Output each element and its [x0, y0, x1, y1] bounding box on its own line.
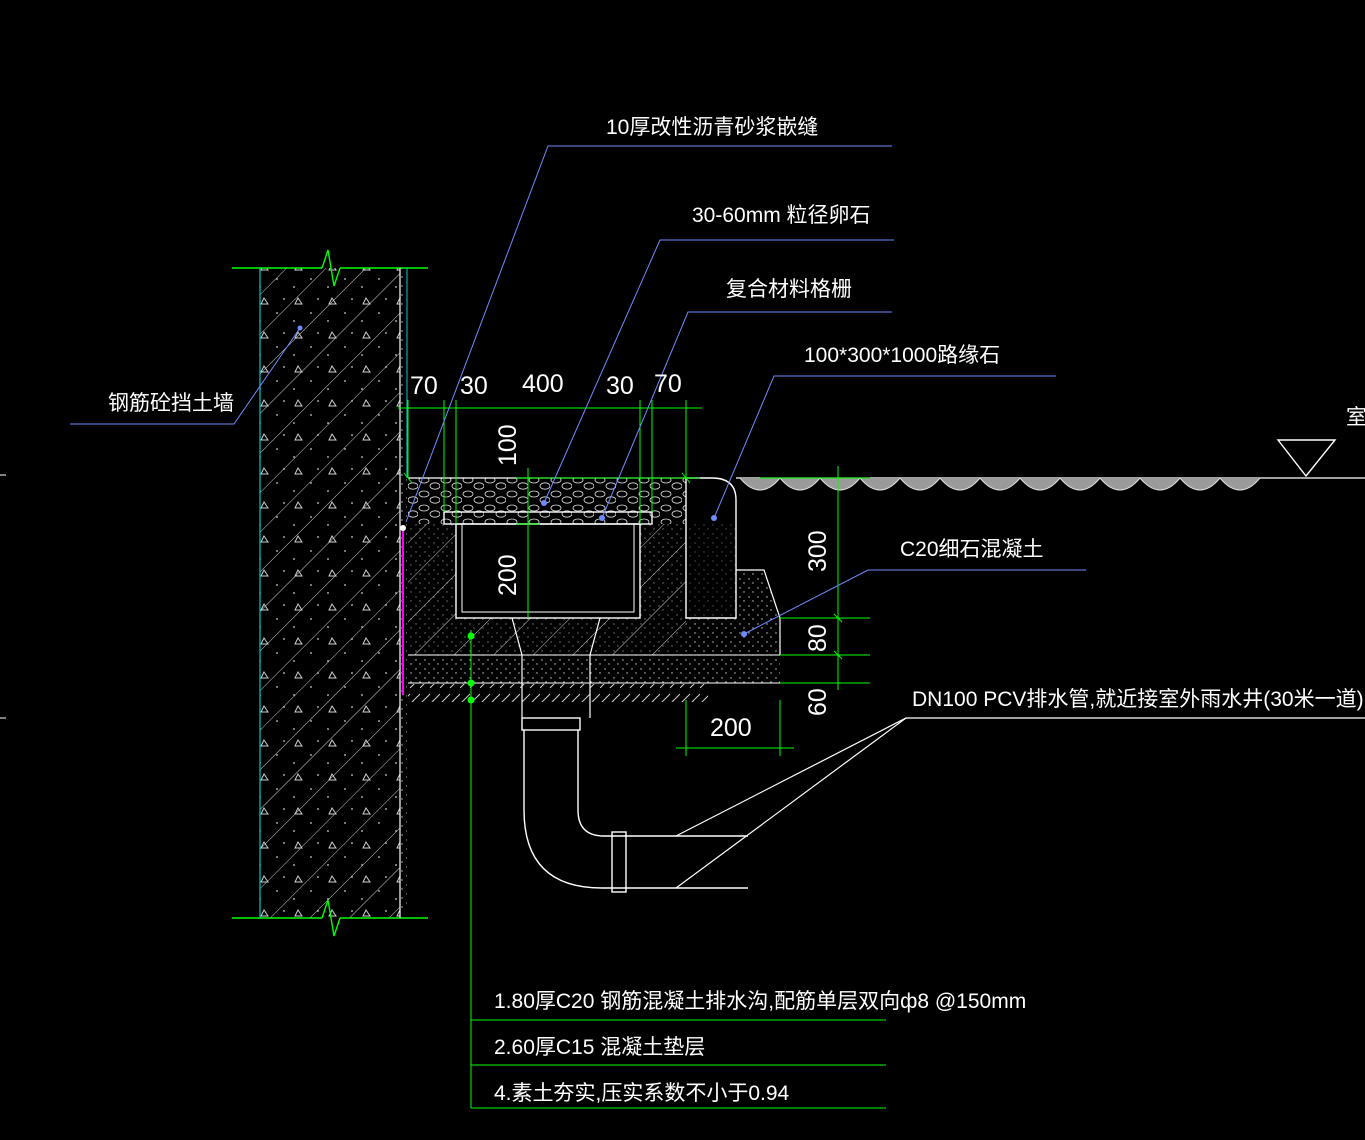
- dim-100: 100: [494, 424, 522, 466]
- leaders: [70, 145, 1086, 635]
- curb-stone: [685, 477, 781, 655]
- edge-fragments: [0, 474, 6, 719]
- dim-70a: 70: [410, 372, 438, 400]
- label-c20: C20细石混凝土: [900, 538, 1044, 561]
- label-grate: 复合材料格栅: [726, 278, 852, 301]
- dim-300: 300: [804, 530, 832, 572]
- retaining-wall: [232, 249, 428, 937]
- label-outdoor: 室外: [1346, 406, 1365, 429]
- note-3: 4.素土夯实,压实系数不小于0.94: [494, 1082, 790, 1105]
- dim-30a: 30: [460, 372, 488, 400]
- notes-lines: [471, 1019, 886, 1109]
- dim-30b: 30: [606, 372, 634, 400]
- ground-line: [736, 439, 1365, 491]
- label-curb: 100*300*1000路缘石: [804, 344, 1000, 367]
- dim-70b: 70: [654, 370, 682, 398]
- pvc-pipe: [521, 717, 748, 893]
- dimension-ticks: [467, 632, 475, 704]
- dim-60: 60: [804, 688, 832, 716]
- dimensions: [398, 400, 870, 1108]
- dim-200-horizontal: 200: [710, 714, 752, 742]
- label-wall: 钢筋砼挡土墙: [108, 392, 234, 415]
- dim-400: 400: [522, 370, 564, 398]
- note-2: 2.60厚C15 混凝土垫层: [494, 1036, 705, 1059]
- label-gravel: 30-60mm 粒径卵石: [692, 204, 871, 227]
- dim-200-vertical: 200: [494, 554, 522, 596]
- leader-dots: [297, 325, 747, 637]
- label-joint: 10厚改性沥青砂浆嵌缝: [606, 116, 818, 139]
- note-1: 1.80厚C20 钢筋混凝土排水沟,配筋单层双向ф8 @150mm: [494, 990, 1026, 1013]
- label-pipe: DN100 PCV排水管,就近接室外雨水井(30米一道): [912, 688, 1364, 711]
- dim-80: 80: [804, 624, 832, 652]
- pipe-leader: [675, 717, 1365, 889]
